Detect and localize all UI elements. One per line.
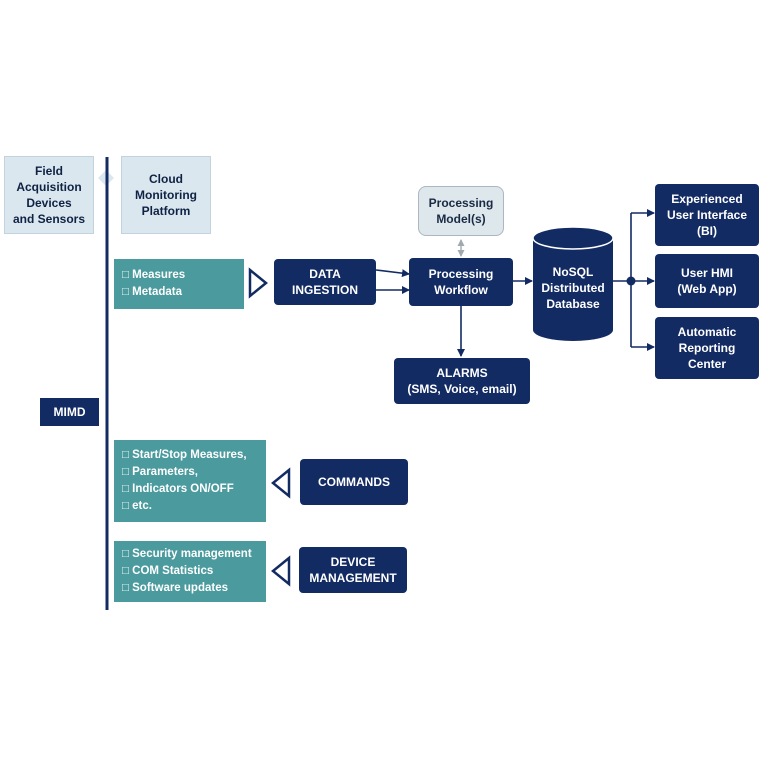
database-cylinder (532, 226, 614, 341)
list-item: □ Metadata (122, 286, 182, 298)
triangle-right (248, 267, 268, 299)
commands-box: COMMANDS (300, 459, 408, 505)
alarms-box: ALARMS (SMS, Voice, email) (394, 358, 530, 404)
bi-interface-box: Experienced User Interface (BI) (655, 184, 759, 246)
processing-model-box: Processing Model(s) (418, 186, 504, 236)
reporting-center-box: Automatic Reporting Center (655, 317, 759, 379)
data-ingestion-box: DATA INGESTION (274, 259, 376, 305)
data-items-box: □ Measures □ Metadata (114, 259, 244, 309)
command-items-box: □ Start/Stop Measures, □ Parameters, □ I… (114, 440, 266, 522)
processing-workflow-box: Processing Workflow (409, 258, 513, 306)
list-item: □ Security management (122, 548, 252, 560)
list-item: □ Parameters, (122, 466, 198, 478)
user-hmi-box: User HMI (Web App) (655, 254, 759, 308)
database-label: NoSQL Distributed Database (541, 265, 605, 311)
arrow-ingestion-workflow-1 (375, 269, 410, 278)
list-item: □ etc. (122, 500, 152, 512)
list-item: □ Indicators ON/OFF (122, 483, 234, 495)
mimd-label: MIMD (40, 398, 99, 426)
field-devices-header: Field Acquisition Devices and Sensors (4, 156, 94, 234)
list-item: □ Software updates (122, 582, 228, 594)
device-items-box: □ Security management □ COM Statistics □… (114, 541, 266, 602)
cloud-platform-header: Cloud Monitoring Platform (121, 156, 211, 234)
list-item: □ COM Statistics (122, 565, 214, 577)
list-item: □ Measures (122, 269, 186, 281)
list-item: □ Start/Stop Measures, (122, 449, 247, 461)
triangle-left-device (271, 555, 291, 587)
triangle-left-commands (271, 467, 291, 499)
device-management-box: DEVICE MANAGEMENT (299, 547, 407, 593)
